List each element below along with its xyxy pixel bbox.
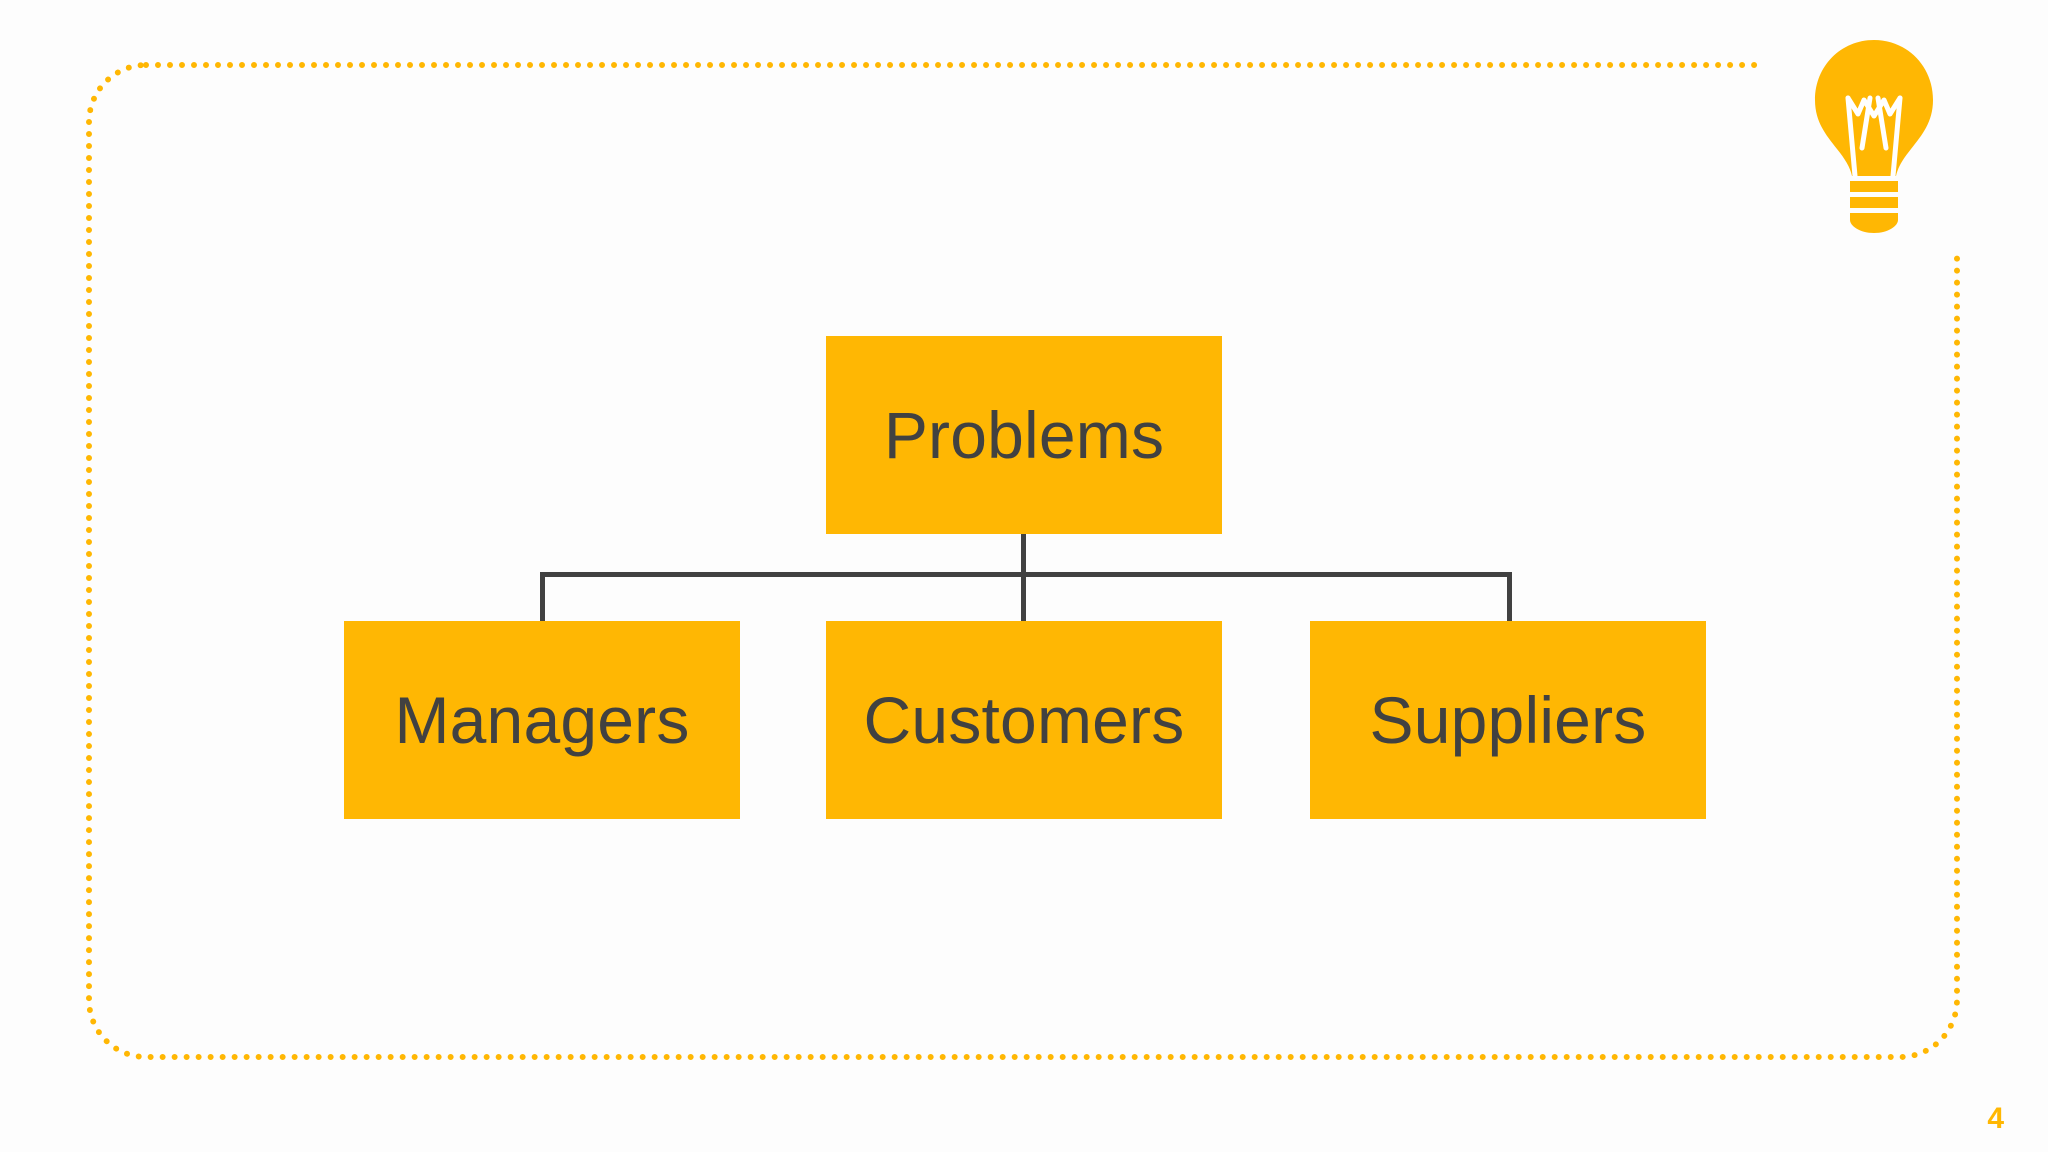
- chart-node-customers[interactable]: Customers: [826, 621, 1222, 819]
- connector-root-stem: [1021, 534, 1026, 575]
- page-number: 4: [1987, 1102, 2004, 1135]
- chart-node-root[interactable]: Problems: [826, 336, 1222, 534]
- connector-horizontal-bus: [540, 572, 1512, 577]
- lightbulb-icon: [1806, 36, 1942, 236]
- connector-branch-left: [540, 572, 545, 622]
- chart-node-suppliers[interactable]: Suppliers: [1310, 621, 1706, 819]
- chart-node-managers[interactable]: Managers: [344, 621, 740, 819]
- connector-branch-right: [1507, 572, 1512, 622]
- connector-branch-center: [1021, 572, 1026, 622]
